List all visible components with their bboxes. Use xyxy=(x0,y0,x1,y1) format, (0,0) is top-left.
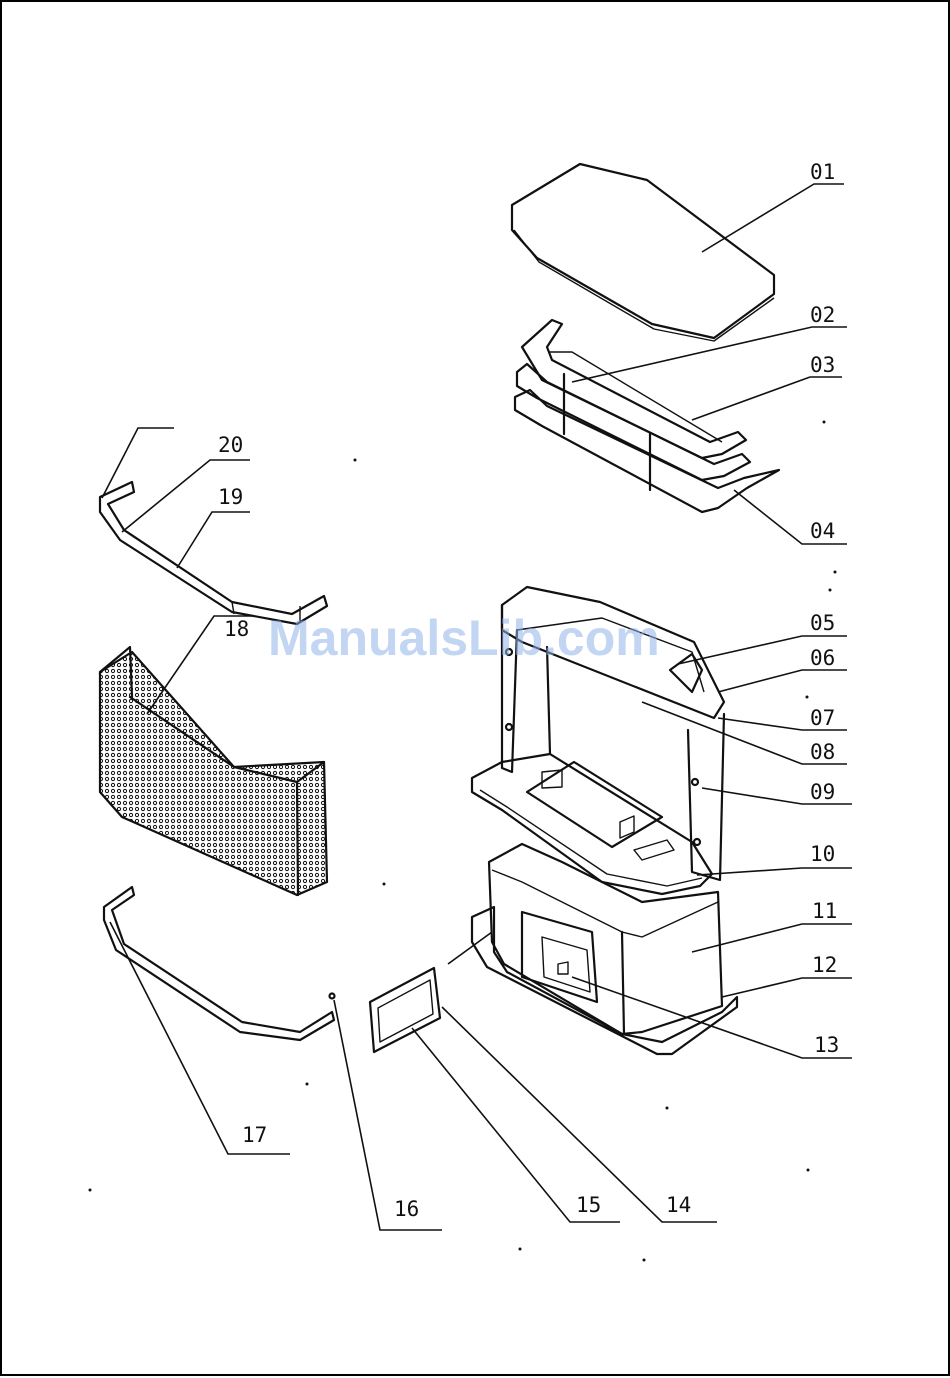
callout-20: 20 xyxy=(218,433,243,457)
callout-11: 11 xyxy=(812,899,837,923)
part-01-top-plate xyxy=(512,164,774,341)
part-12-base xyxy=(472,907,737,1054)
callout-08: 08 xyxy=(810,740,835,764)
callout-labels: 01 02 03 04 05 06 07 08 09 10 11 12 13 1… xyxy=(218,160,839,1221)
part-03-frame xyxy=(517,364,750,480)
part-09-10-tray xyxy=(472,754,712,894)
callout-07: 07 xyxy=(810,706,835,730)
callout-18: 18 xyxy=(224,617,249,641)
callout-01: 01 xyxy=(810,160,835,184)
callout-19: 19 xyxy=(218,485,243,509)
callout-05: 05 xyxy=(810,611,835,635)
callout-10: 10 xyxy=(810,842,835,866)
leader-lines xyxy=(102,184,852,1230)
callout-09: 09 xyxy=(810,780,835,804)
callout-14: 14 xyxy=(666,1193,691,1217)
callout-04: 04 xyxy=(810,519,835,543)
part-20-top-rail xyxy=(100,482,327,624)
part-15-window-frame xyxy=(370,968,440,1052)
part-16-screw xyxy=(330,994,335,999)
callout-06: 06 xyxy=(810,646,835,670)
part-02-frame xyxy=(522,320,746,490)
callout-12: 12 xyxy=(812,953,837,977)
callout-16: 16 xyxy=(394,1197,419,1221)
callout-15: 15 xyxy=(576,1193,601,1217)
callout-17: 17 xyxy=(242,1123,267,1147)
callout-13: 13 xyxy=(814,1033,839,1057)
manualslib-watermark: ManualsLib.com xyxy=(268,610,660,666)
part-18-mesh-screen xyxy=(100,647,327,895)
part-17-bottom-rail xyxy=(104,887,334,1040)
callout-02: 02 xyxy=(810,303,835,327)
callout-03: 03 xyxy=(810,353,835,377)
